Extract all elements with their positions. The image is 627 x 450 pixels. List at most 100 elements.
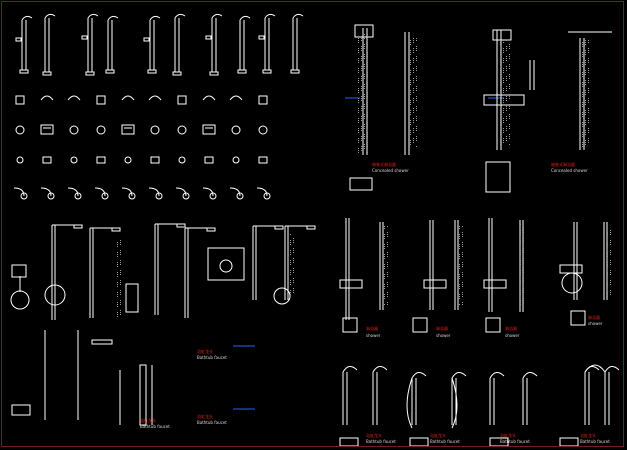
rain-drop (503, 98, 504, 99)
rain-drop (358, 60, 359, 61)
rain-drop (459, 298, 460, 299)
rain-drop (364, 134, 365, 135)
rain-drop (410, 122, 411, 123)
fixture-box (42, 156, 52, 164)
rain-drop (410, 134, 411, 135)
rain-drop (503, 58, 504, 59)
rain-drop (290, 290, 291, 291)
rain-drop (364, 124, 365, 125)
rain-drop (364, 108, 365, 109)
rain-drop (413, 128, 414, 129)
fixture-box (204, 156, 214, 164)
rain-drop (410, 120, 411, 121)
rain-drop (588, 100, 589, 101)
rain-drop (120, 280, 121, 281)
rain-drop (588, 48, 589, 49)
fixture-arm (40, 187, 52, 197)
rain-drop (416, 126, 417, 127)
floor-faucet-spout (264, 13, 276, 19)
rain-drop (290, 262, 291, 263)
rain-drop (384, 288, 385, 289)
rain-drop (582, 92, 583, 93)
rain-drop (358, 100, 359, 101)
rain-drop (387, 302, 388, 303)
rain-drop (120, 250, 121, 251)
rain-drop (364, 136, 365, 137)
rain-drop (582, 56, 583, 57)
rain-drop (459, 276, 460, 277)
rain-drop (120, 282, 121, 283)
rain-drop (462, 284, 463, 285)
rain-drop (120, 254, 121, 255)
rain-drop (387, 242, 388, 243)
rain-drop (387, 254, 388, 255)
rain-drop (459, 234, 460, 235)
rain-drop (358, 82, 359, 83)
rain-drop (358, 130, 359, 131)
rain-drop (120, 294, 121, 295)
rain-drop (358, 58, 359, 59)
rain-drop (582, 116, 583, 117)
rain-drop (364, 38, 365, 39)
rain-drop (364, 98, 365, 99)
rain-drop (120, 252, 121, 253)
rain-drop (585, 134, 586, 135)
rain-drop (117, 312, 118, 313)
rain-drop (503, 62, 504, 63)
label-bathtub-faucet-2: 浴缸龙头 Bathtub faucet (197, 413, 227, 425)
rain-drop (607, 292, 608, 293)
rain-drop (506, 66, 507, 67)
floor-tub-spout (604, 366, 620, 373)
rain-drop (509, 48, 510, 49)
rain-drop (582, 144, 583, 145)
rain-drop (384, 286, 385, 287)
rain-drop (462, 242, 463, 243)
rain-drop (585, 114, 586, 115)
rain-drop (610, 270, 611, 271)
rain-drop (410, 144, 411, 145)
rain-drop (293, 250, 294, 251)
rain-drop (588, 90, 589, 91)
rain-drop (416, 128, 417, 129)
faucet-handle (81, 35, 88, 40)
rain-drop (117, 274, 118, 275)
rain-drop (367, 44, 368, 45)
rain-drop (509, 96, 510, 97)
rain-drop (290, 284, 291, 285)
rain-drop (117, 242, 118, 243)
svg-text:浴缸龙头: 浴缸龙头 (197, 348, 213, 354)
floor-faucet-base (19, 69, 29, 74)
rain-drop (120, 302, 121, 303)
fixture-arm (94, 187, 106, 197)
fixture-head (20, 192, 28, 200)
rain-drop (416, 86, 417, 87)
label-bathtub-faucet-3: 浴缸龙头 Bathtub faucet (140, 417, 170, 429)
rain-drop (358, 38, 359, 39)
rain-drop (410, 104, 411, 105)
rain-drop (520, 274, 521, 275)
fixture-box (258, 156, 268, 164)
rain-drop (413, 110, 414, 111)
fixture-spout (148, 95, 162, 101)
rain-drop (361, 96, 362, 97)
rain-drop (361, 138, 362, 139)
rain-drop (500, 124, 501, 125)
rain-drop (413, 120, 414, 121)
rain-drop (413, 68, 414, 69)
rain-drop (585, 80, 586, 81)
rain-drop (293, 282, 294, 283)
rain-drop (610, 294, 611, 295)
label-shower-4: 淋浴器 shower (588, 314, 603, 326)
rain-drop (413, 42, 414, 43)
rain-drop (523, 228, 524, 229)
rain-drop (582, 104, 583, 105)
rain-drop (610, 230, 611, 231)
rain-drop (120, 290, 121, 291)
svg-text:Bathtub faucet: Bathtub faucet (197, 420, 227, 425)
rain-drop (503, 100, 504, 101)
rain-drop (610, 232, 611, 233)
rain-drop (416, 68, 417, 69)
rain-drop (120, 274, 121, 275)
rain-drop (503, 72, 504, 73)
rain-drop (416, 48, 417, 49)
